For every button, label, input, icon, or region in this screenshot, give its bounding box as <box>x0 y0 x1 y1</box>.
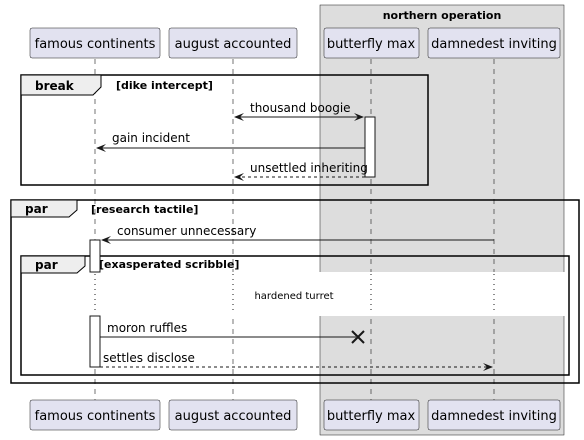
frame-keyword: par <box>35 258 58 272</box>
frame-header <box>20 255 86 274</box>
participant-label: august accounted <box>175 409 292 424</box>
activation-butterfly-max <box>364 116 376 178</box>
message-label: consumer unnecessary <box>117 224 256 238</box>
participant-label: famous continents <box>35 37 156 52</box>
participant-label: butterfly max <box>327 37 416 52</box>
message-unsettled-inheriting: unsettled inheriting <box>234 161 368 181</box>
box-title: northern operation <box>383 9 502 22</box>
frame-border <box>20 74 429 186</box>
frame-border <box>10 199 580 384</box>
participant-box <box>168 399 298 431</box>
message-gain-incident: gain incident <box>96 131 365 152</box>
frame-par-inner: par [exasperated scribble] <box>20 255 570 376</box>
activation-famous-continents-lower <box>89 315 101 368</box>
message-label: moron ruffles <box>107 321 187 335</box>
participant-label: damnedest inviting <box>431 409 557 424</box>
participant-label: damnedest inviting <box>431 37 557 52</box>
box-northern-operation: northern operation <box>319 4 565 436</box>
activation-famous-continents-upper <box>89 239 101 273</box>
participant-august-accounted-top[interactable]: august accounted <box>168 27 298 59</box>
delay-gap <box>22 272 568 316</box>
participant-box <box>29 399 161 431</box>
participant-famous-continents-bottom[interactable]: famous continents <box>29 399 161 431</box>
activations <box>89 116 376 368</box>
participant-box <box>168 27 298 59</box>
message-label: unsettled inheriting <box>250 161 368 175</box>
box-background <box>319 4 565 436</box>
participant-august-accounted-bottom[interactable]: august accounted <box>168 399 298 431</box>
message-thousand-boogie: thousand boogie <box>234 101 364 121</box>
participant-damnedest-inviting-top[interactable]: damnedest inviting <box>427 27 561 59</box>
delay-region: hardened turret <box>22 272 568 316</box>
participant-box <box>323 399 420 431</box>
participant-label: august accounted <box>175 37 292 52</box>
message-label: settles disclose <box>103 351 195 365</box>
frame-condition: [exasperated scribble] <box>99 258 239 271</box>
message-moron-ruffles: moron ruffles <box>100 321 365 344</box>
frame-keyword: break <box>35 79 75 93</box>
participant-label: famous continents <box>35 409 156 424</box>
frame-keyword: par <box>25 202 48 216</box>
frame-border <box>20 255 570 376</box>
participant-box <box>29 27 161 59</box>
frame-par-outer: par [research tactile] <box>10 199 580 384</box>
participant-famous-continents-top[interactable]: famous continents <box>29 27 161 59</box>
participant-box <box>427 399 561 431</box>
frame-condition: [research tactile] <box>91 203 198 216</box>
participant-box <box>323 27 420 59</box>
frame-break: break [dike intercept] <box>20 74 429 186</box>
participant-label: butterfly max <box>327 409 416 424</box>
participant-box <box>427 27 561 59</box>
frame-header <box>20 74 102 96</box>
message-consumer-unnecessary: consumer unnecessary <box>101 224 494 244</box>
destroy-cross-icon <box>351 330 365 344</box>
participant-damnedest-inviting-bottom[interactable]: damnedest inviting <box>427 399 561 431</box>
participant-butterfly-max-bottom[interactable]: butterfly max <box>323 399 420 431</box>
participant-butterfly-max-top[interactable]: butterfly max <box>323 27 420 59</box>
message-label: gain incident <box>112 131 190 145</box>
frame-header <box>10 199 78 218</box>
message-label: thousand boogie <box>250 101 351 115</box>
delay-label: hardened turret <box>254 291 333 302</box>
message-settles-disclose: settles disclose <box>100 351 493 371</box>
frame-condition: [dike intercept] <box>116 79 213 92</box>
